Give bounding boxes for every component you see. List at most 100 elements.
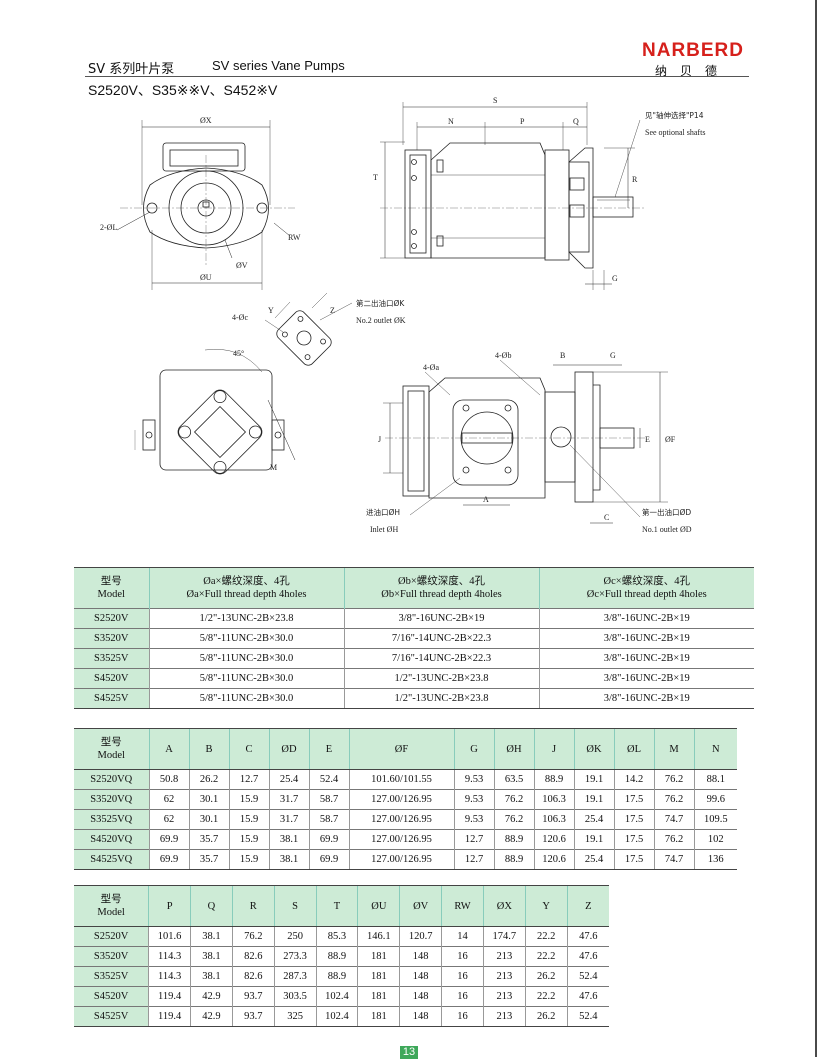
- cell: 88.9: [315, 966, 358, 987]
- cell: 148: [399, 966, 442, 987]
- dim-n-label: N: [448, 117, 454, 126]
- model-cell: S3525V: [74, 966, 149, 987]
- cell: 3/8"-16UNC-2B×19: [538, 608, 754, 629]
- cell: 62: [148, 809, 189, 830]
- model-cell: S4520VQ: [74, 829, 149, 850]
- cell: 106.3: [533, 809, 574, 830]
- model-title: S2520V、S35※※V、S452※V: [88, 82, 278, 98]
- cell: 52.4: [566, 1006, 609, 1027]
- cell: 19.1: [573, 769, 614, 790]
- cell: 9.53: [453, 769, 494, 790]
- cell: 12.7: [453, 849, 494, 870]
- dim-ou-label: ØU: [200, 273, 212, 282]
- cell: 93.7: [231, 1006, 275, 1027]
- model-cell: S4525V: [74, 1006, 149, 1027]
- cell: 85.3: [315, 926, 358, 947]
- cell: 303.5: [273, 986, 317, 1007]
- cell: 15.9: [228, 789, 269, 810]
- brand-logo: NARBERD: [642, 40, 744, 61]
- cell: 3/8"-16UNC-2B×19: [538, 688, 754, 709]
- dim-b-label: B: [560, 351, 565, 360]
- cell: 17.5: [613, 789, 654, 810]
- cell: 16: [441, 1006, 484, 1027]
- dim-q-label: Q: [573, 117, 579, 126]
- cell: 17.5: [613, 829, 654, 850]
- dim-of-label: ØF: [665, 435, 676, 444]
- column-header: J: [533, 728, 574, 770]
- cell: 38.1: [190, 946, 233, 967]
- cell: 47.6: [566, 986, 609, 1007]
- cell: 16: [441, 946, 484, 967]
- dim-2ol-label: 2-ØL: [100, 223, 117, 232]
- inlet-label-cn: 进油口ØH: [366, 507, 400, 517]
- column-header: R: [231, 885, 275, 927]
- cell: 74.7: [653, 849, 694, 870]
- cell: 16: [441, 966, 484, 987]
- outlet2-label-en: No.2 outlet ØK: [356, 316, 406, 325]
- column-header: ØL: [613, 728, 654, 770]
- dim-4ob-label: 4-Øb: [495, 351, 511, 360]
- cell: 31.7: [268, 809, 309, 830]
- column-header: ØK: [573, 728, 614, 770]
- model-cell: S4520V: [74, 668, 149, 689]
- column-header: RW: [441, 885, 484, 927]
- dim-rw-label: RW: [288, 233, 301, 242]
- cell: 3/8"-16UNC-2B×19: [343, 608, 539, 629]
- cell: 213: [482, 946, 526, 967]
- cell: 26.2: [188, 769, 229, 790]
- cell: 148: [399, 1006, 442, 1027]
- shaft-note-en: See optional shafts: [645, 128, 705, 137]
- cell: 102.4: [315, 986, 358, 1007]
- cell: 69.9: [308, 829, 349, 850]
- cell: 82.6: [231, 966, 275, 987]
- cell: 114.3: [148, 966, 191, 987]
- cell: 16: [441, 986, 484, 1007]
- cell: 88.9: [533, 769, 574, 790]
- cell: 38.1: [190, 966, 233, 987]
- rear-view: 45° M: [134, 349, 296, 475]
- cell: 102.4: [315, 1006, 358, 1027]
- cell: 35.7: [188, 849, 229, 870]
- column-header: M: [653, 728, 694, 770]
- column-header: C: [228, 728, 269, 770]
- dim-z-label: Z: [330, 306, 335, 315]
- cell: 119.4: [148, 986, 191, 1007]
- cell: 76.2: [493, 789, 534, 810]
- cell: 9.53: [453, 809, 494, 830]
- bottom-view: 4-Øa 4-Øb B G J E ØF A C 进油口ØH Inlet ØH …: [366, 351, 692, 534]
- cell: 58.7: [308, 809, 349, 830]
- page-number: 13: [400, 1046, 418, 1059]
- dim-ov-label: ØV: [236, 261, 248, 270]
- cell: 25.4: [573, 809, 614, 830]
- column-header: ØH: [493, 728, 534, 770]
- cell: 174.7: [482, 926, 526, 947]
- cell: 213: [482, 966, 526, 987]
- cell: 181: [357, 966, 400, 987]
- cell: 22.2: [524, 986, 568, 1007]
- shaft-note-cn: 见"轴伸选择"P14: [645, 110, 704, 120]
- cell: 42.9: [190, 1006, 233, 1027]
- column-header: Y: [524, 885, 568, 927]
- cell: 25.4: [573, 849, 614, 870]
- inlet-label-en: Inlet ØH: [370, 525, 398, 534]
- cell: 69.9: [308, 849, 349, 870]
- cell: 101.60/101.55: [348, 769, 454, 790]
- cell: 88.9: [493, 849, 534, 870]
- outlet1-label-en: No.1 outlet ØD: [642, 525, 692, 534]
- cell: 5/8"-11UNC-2B×30.0: [148, 628, 344, 649]
- cell: 1/2"-13UNC-2B×23.8: [343, 668, 539, 689]
- cell: 58.7: [308, 789, 349, 810]
- cell: 62: [148, 789, 189, 810]
